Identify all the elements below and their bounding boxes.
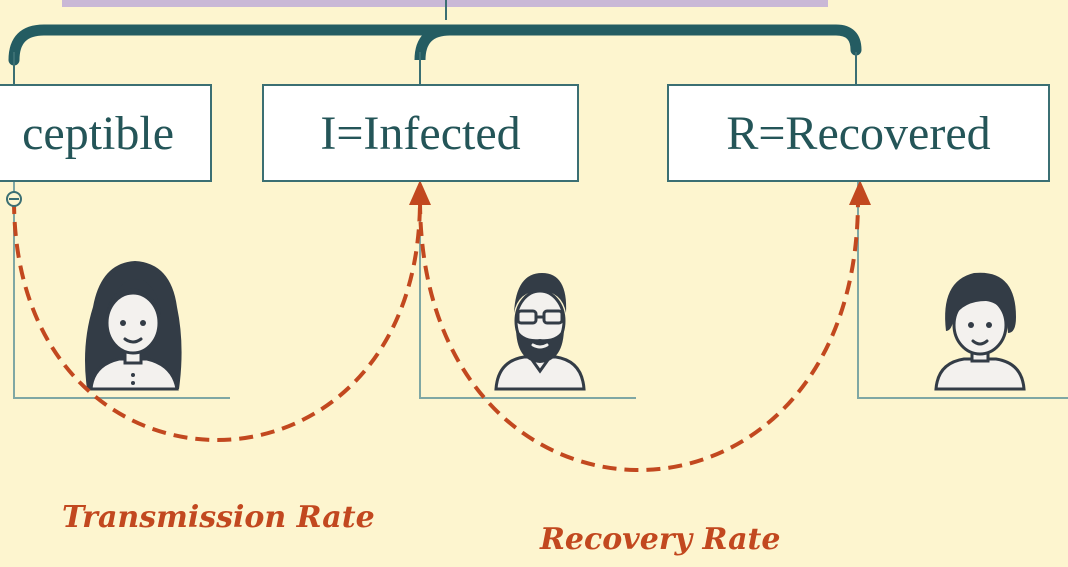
recovery-rate-label: Recovery Rate: [540, 522, 781, 557]
transmission-rate-label: Transmission Rate: [62, 500, 375, 535]
compartment-infected-label: I=Infected: [320, 106, 521, 160]
compartment-infected: I=Infected: [262, 84, 579, 182]
compartment-susceptible: ceptible: [0, 84, 212, 182]
recovered-arrowhead: [849, 180, 871, 205]
branch-bracket-middle: [414, 24, 451, 61]
recovery-arc: [418, 199, 860, 472]
infected-arrowhead: [409, 180, 431, 205]
man-avatar-icon: [934, 272, 1026, 391]
compartment-recovered: R=Recovered: [667, 84, 1050, 182]
bearded-man-glasses-avatar-icon: [494, 273, 586, 391]
woman-avatar-icon: [85, 261, 182, 391]
panel-line-r: [857, 182, 1068, 399]
transmission-arc: [12, 199, 422, 442]
compartment-susceptible-label: ceptible: [22, 106, 174, 160]
panel-line-i: [419, 182, 636, 399]
compartment-recovered-label: R=Recovered: [726, 106, 991, 160]
panel-line-s: [13, 182, 230, 399]
